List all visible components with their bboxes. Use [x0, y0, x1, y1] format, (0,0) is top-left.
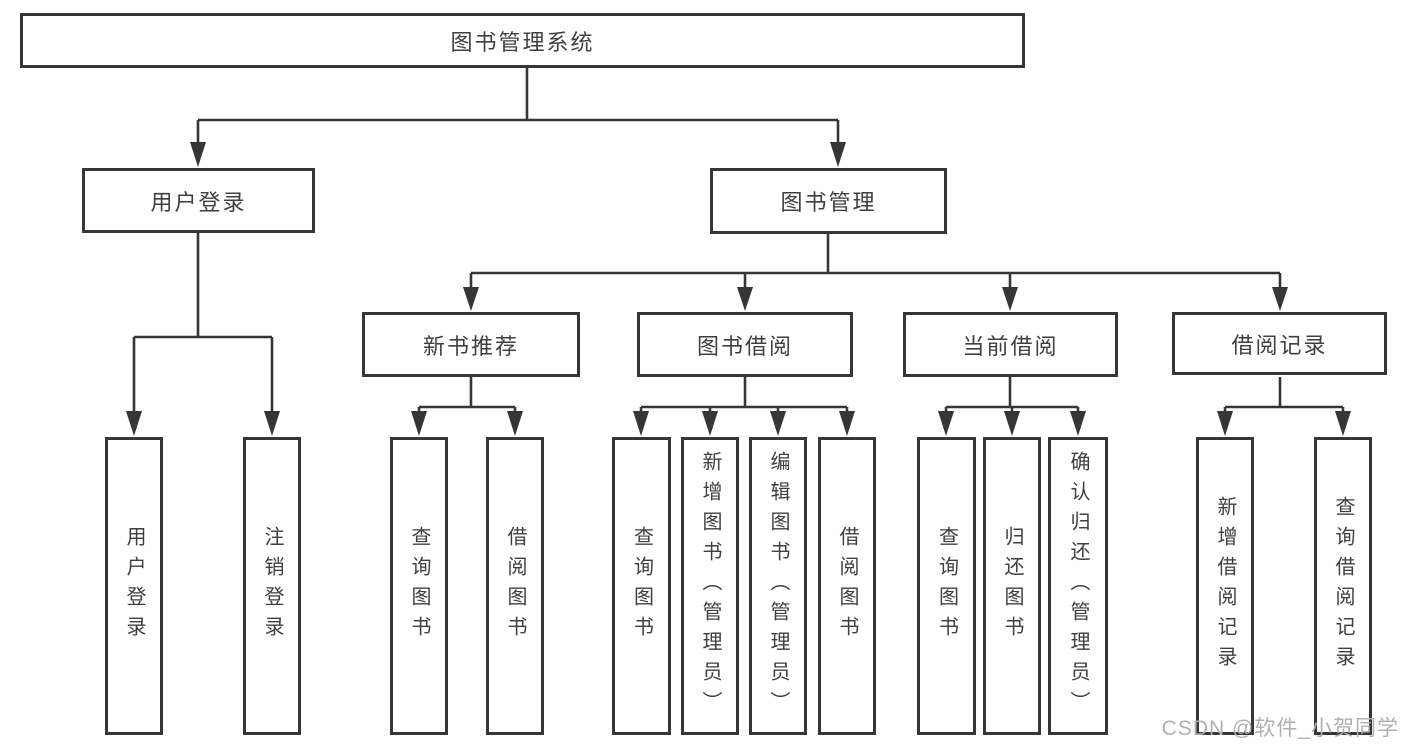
leaf-borrow-books-borrowing: 借阅图书: [818, 437, 876, 735]
leaf-add-borrow-record: 新增借阅记录: [1196, 437, 1254, 735]
leaf-query-books-borrowing: 查询图书: [612, 437, 671, 735]
leaf-confirm-return-admin: 确认归还（管理员）: [1048, 437, 1108, 735]
node-new-book-recommendation: 新书推荐: [362, 312, 580, 377]
leaf-user-login: 用户登录: [105, 437, 163, 735]
arrowheads: [126, 142, 1351, 436]
leaf-query-borrow-record: 查询借阅记录: [1314, 437, 1372, 735]
watermark: CSDN @软件_小贺同学: [1161, 717, 1399, 740]
leaf-query-books-recommend: 查询图书: [390, 437, 448, 735]
leaf-add-books-admin: 新增图书（管理员）: [681, 437, 739, 735]
node-book-management: 图书管理: [710, 168, 947, 234]
leaf-return-books: 归还图书: [983, 437, 1041, 735]
node-user-login: 用户登录: [82, 168, 315, 233]
node-current-borrowing: 当前借阅: [903, 312, 1118, 377]
leaf-logout: 注销登录: [243, 437, 301, 735]
leaf-borrow-books-recommend: 借阅图书: [486, 437, 544, 735]
leaf-query-books-current: 查询图书: [917, 437, 976, 735]
node-book-borrowing: 图书借阅: [637, 312, 853, 377]
node-borrowing-records: 借阅记录: [1172, 312, 1387, 375]
node-library-management-system: 图书管理系统: [20, 13, 1025, 68]
leaf-edit-books-admin: 编辑图书（管理员）: [749, 437, 807, 735]
